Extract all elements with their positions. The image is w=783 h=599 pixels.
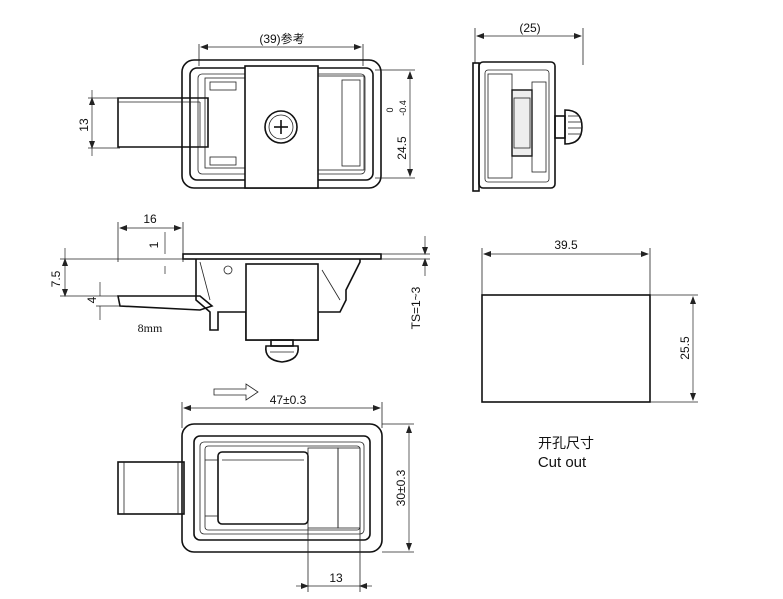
dim-8mm: 8mm: [138, 321, 163, 335]
tol-upper: 0: [385, 107, 395, 112]
cutout-view: 39.5 25.5 开孔尺寸 Cut out: [481, 238, 698, 471]
bottom-view: 47±0.3 30±0.3 13: [117, 383, 414, 592]
dim-4: 4: [85, 296, 99, 303]
side-view: (25): [472, 21, 584, 192]
dim-ts: TS=1~3: [409, 286, 423, 329]
tol-lower: -0.4: [398, 100, 408, 116]
cutout-rectangle: [481, 294, 651, 403]
dim-7-5: 7.5: [49, 270, 63, 287]
section-view: 16 1 7.5 4 8mm TS=1: [49, 212, 430, 363]
dim-left-13: 13: [77, 118, 91, 132]
cutout-label-en: Cut out: [538, 454, 587, 471]
dim-cut-width: 39.5: [554, 238, 578, 252]
dim-16: 16: [143, 212, 157, 226]
dim-top-width: (39)参考: [259, 31, 304, 46]
dim-bottom-height: 30±0.3: [394, 469, 408, 506]
cutout-label-cn: 开孔尺寸: [538, 436, 594, 452]
direction-arrow-icon: [213, 383, 259, 401]
top-view: (39)参考 13 24.5 0 -0.4: [77, 31, 415, 189]
dim-1: 1: [147, 241, 161, 248]
dim-bottom-width: 47±0.3: [270, 393, 307, 407]
dim-cut-height: 25.5: [678, 336, 692, 360]
dim-height-24-5: 24.5: [395, 136, 409, 160]
dim-side-width: (25): [519, 21, 540, 35]
dim-bottom-13: 13: [329, 571, 343, 585]
